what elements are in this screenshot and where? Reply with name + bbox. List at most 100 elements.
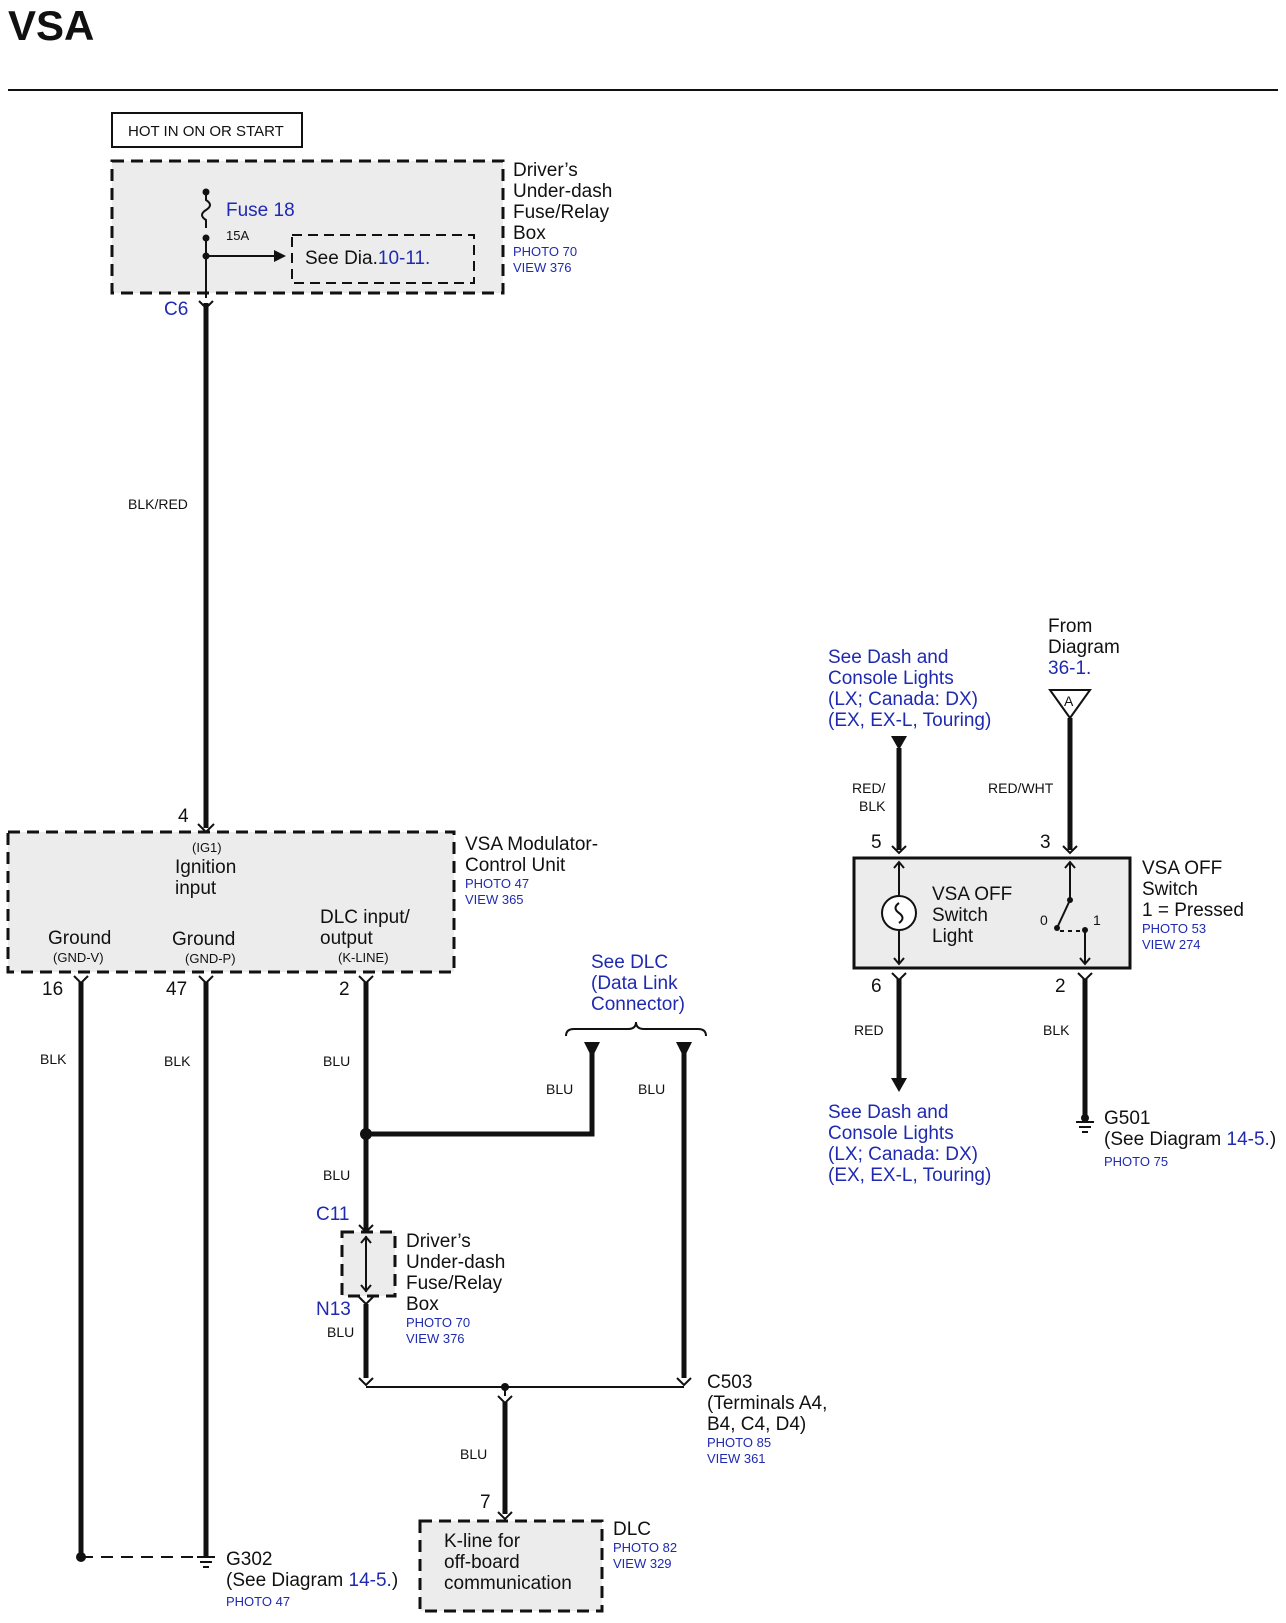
pin-icon — [676, 1377, 692, 1387]
switch-pos-1: 1 — [1093, 912, 1101, 928]
dlc-view[interactable]: VIEW 329 — [613, 1556, 672, 1571]
connector-n13[interactable]: N13 — [316, 1299, 351, 1320]
c503-terminals-2: B4, C4, D4) — [707, 1414, 806, 1435]
pin-icon — [891, 972, 907, 982]
vsa-unit-photo[interactable]: PHOTO 47 — [465, 876, 529, 891]
wire-blu-label-4: BLU — [323, 1167, 350, 1183]
connector-a-icon — [1048, 689, 1092, 720]
fuse-box2-name-4: Box — [406, 1294, 439, 1315]
fuse-box2-name-2: Under-dash — [406, 1252, 505, 1273]
switch-pin-3: 3 — [1040, 832, 1051, 853]
fuse-node — [202, 188, 210, 196]
from-diagram-2: Diagram — [1048, 637, 1120, 658]
dlc-io-1: DLC input/ — [320, 907, 410, 928]
fuse-box2-name-1: Driver’s — [406, 1231, 471, 1252]
dlc-pin-7: 7 — [480, 1492, 491, 1513]
fuse-box-top — [110, 159, 505, 295]
wire-red-label: RED — [854, 1022, 884, 1038]
dash-lights-top-3[interactable]: (LX; Canada: DX) — [828, 689, 978, 710]
switch-contact — [1054, 925, 1060, 931]
wire-red-blk-label-2: BLK — [859, 798, 886, 814]
g302-name: G302 — [226, 1549, 272, 1570]
g501-see-diagram[interactable]: (See Diagram 14-5.) — [1104, 1129, 1276, 1150]
bulb-filament-icon — [894, 902, 904, 924]
see-dia-reference[interactable]: See Dia.10-11. — [305, 248, 430, 269]
dash-lights-top-4[interactable]: (EX, EX-L, Touring) — [828, 710, 991, 731]
fuse-box-photo[interactable]: PHOTO 70 — [513, 244, 577, 259]
switch-arrows-icon — [1064, 860, 1091, 966]
dash-lights-top-1[interactable]: See Dash and — [828, 647, 948, 668]
see-dlc-2[interactable]: (Data Link — [591, 973, 678, 994]
ground-node — [1081, 1114, 1089, 1122]
dlc-io-2: output — [320, 928, 374, 949]
fuse-box2-photo[interactable]: PHOTO 70 — [406, 1315, 470, 1330]
pin-47-icon — [198, 975, 214, 985]
dlc-photo[interactable]: PHOTO 82 — [613, 1540, 677, 1555]
fuse-18-icon — [201, 192, 211, 228]
wire-blk-red-label: BLK/RED — [128, 496, 188, 512]
vsa-pin-16: 16 — [42, 979, 63, 1000]
switch-light-3: Light — [932, 926, 974, 947]
wire-blu-label-6: BLU — [460, 1446, 487, 1462]
c503-name: C503 — [707, 1372, 752, 1393]
connector-a-label: A — [1064, 693, 1074, 709]
fuse-box2-name-3: Fuse/Relay — [406, 1273, 503, 1294]
switch-pin-5: 5 — [871, 832, 882, 853]
pin-16-icon — [73, 975, 89, 985]
ground-icon — [197, 1556, 215, 1568]
wire-red-wht-label: RED/WHT — [988, 780, 1054, 796]
dash-lights-top-2[interactable]: Console Lights — [828, 668, 954, 689]
wire-blu-label-3: BLU — [638, 1081, 665, 1097]
wire-blu-to-dlc — [366, 1050, 595, 1137]
switch-blade-icon — [1056, 899, 1071, 929]
ignition-input-1: Ignition — [175, 857, 236, 878]
switch-view[interactable]: VIEW 274 — [1142, 937, 1201, 952]
c503-view[interactable]: VIEW 361 — [707, 1451, 766, 1466]
see-dlc-3[interactable]: Connector) — [591, 994, 685, 1015]
ig1-code: (IG1) — [192, 840, 222, 855]
wire-blk-g501-label: BLK — [1043, 1022, 1070, 1038]
switch-name-1: VSA OFF — [1142, 858, 1222, 879]
dlc-name: DLC — [613, 1519, 651, 1540]
fuse-box2-view[interactable]: VIEW 376 — [406, 1331, 465, 1346]
g501-photo[interactable]: PHOTO 75 — [1104, 1154, 1168, 1169]
wire-red-blk-label-1: RED/ — [852, 780, 886, 796]
dash-lights-bottom-1[interactable]: See Dash and — [828, 1102, 948, 1123]
ground-v-code: (GND-V) — [53, 950, 104, 965]
ground-p-label: Ground — [172, 929, 235, 950]
connector-c11[interactable]: C11 — [316, 1204, 349, 1225]
dash-lights-bottom-3[interactable]: (LX; Canada: DX) — [828, 1144, 978, 1165]
pin-icon — [497, 1511, 513, 1521]
link-arrows-icon — [360, 1235, 372, 1293]
from-diagram-link[interactable]: 36-1. — [1048, 658, 1091, 679]
vsa-modulator-unit — [6, 830, 456, 974]
fuse-box-view[interactable]: VIEW 376 — [513, 260, 572, 275]
g501-name: G501 — [1104, 1108, 1150, 1129]
switch-name-3: 1 = Pressed — [1142, 900, 1244, 921]
pin-icon — [1062, 845, 1078, 855]
switch-photo[interactable]: PHOTO 53 — [1142, 921, 1206, 936]
ground-p-code: (GND-P) — [185, 951, 236, 966]
connector-c6[interactable]: C6 — [164, 299, 188, 320]
switch-pos-0: 0 — [1040, 912, 1048, 928]
dash-lights-bottom-4[interactable]: (EX, EX-L, Touring) — [828, 1165, 991, 1186]
see-dlc-1[interactable]: See DLC — [591, 952, 668, 973]
dash-lights-bottom-2[interactable]: Console Lights — [828, 1123, 954, 1144]
dlc-arrow-icon — [676, 1042, 692, 1058]
g302-see-diagram[interactable]: (See Diagram 14-5.) — [226, 1570, 398, 1591]
fuse-box-name-2: Under-dash — [513, 181, 612, 202]
c503-terminals-1: (Terminals A4, — [707, 1393, 827, 1414]
pin-icon — [1077, 972, 1093, 982]
wire-blu-label-2: BLU — [546, 1081, 573, 1097]
wire-blk-label-1: BLK — [40, 1051, 67, 1067]
fuse-box-small — [340, 1230, 397, 1298]
switch-pin-2: 2 — [1055, 976, 1066, 997]
fuse-box-name-4: Box — [513, 223, 546, 244]
k-line-code: (K-LINE) — [338, 950, 389, 965]
g302-photo[interactable]: PHOTO 47 — [226, 1594, 290, 1609]
fuse-18-label[interactable]: Fuse 18 — [226, 200, 295, 221]
vsa-unit-view[interactable]: VIEW 365 — [465, 892, 524, 907]
vsa-pin-2: 2 — [339, 979, 350, 1000]
c503-photo[interactable]: PHOTO 85 — [707, 1435, 771, 1450]
